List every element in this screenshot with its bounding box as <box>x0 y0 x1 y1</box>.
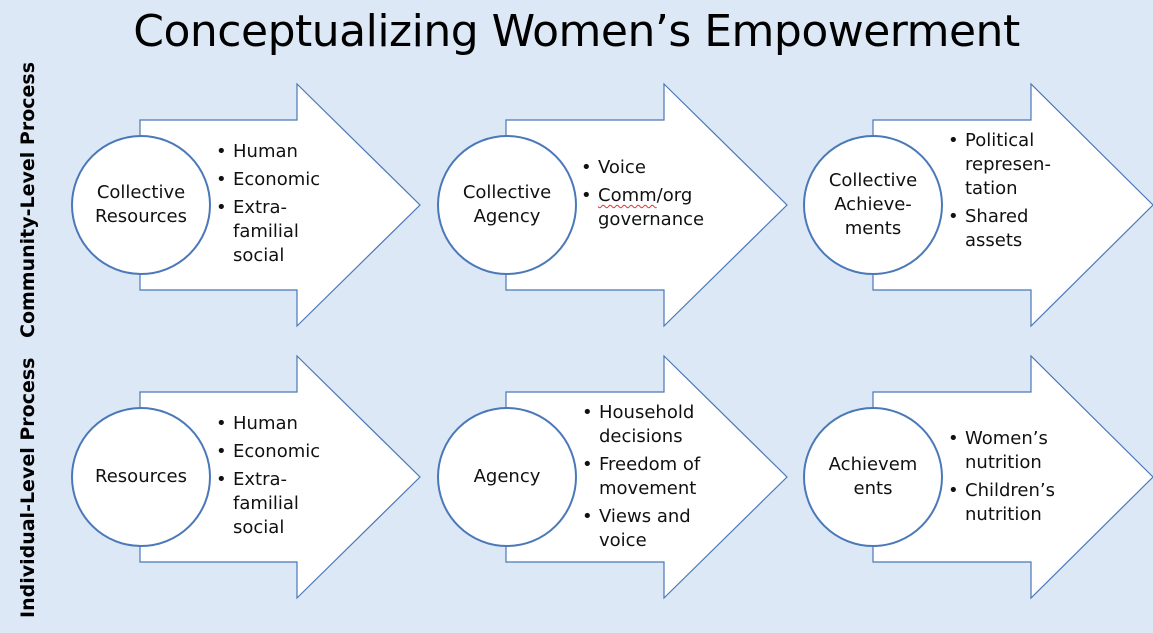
bullets-collective-achievements: Political represen- tation Shared assets <box>948 129 1051 257</box>
circle-shape-achievements <box>803 407 943 547</box>
circle-achievements: Achievem ents <box>828 454 918 499</box>
bullet-item: Political represen- tation <box>948 129 1051 201</box>
bullet-item: Extra- familial social <box>216 468 320 540</box>
circle-shape-agency <box>437 407 577 547</box>
bullets-agency: Household decisions Freedom of movement … <box>582 401 700 557</box>
circle-shape-collective-agency <box>437 135 577 275</box>
circle-shape-resources <box>71 407 211 547</box>
bullet-item: Economic <box>216 168 320 192</box>
bullet-item: Economic <box>216 440 320 464</box>
bullet-item: Women’s nutrition <box>948 427 1055 475</box>
bullets-collective-agency: Voice Comm/org governance <box>581 156 704 236</box>
circle-collective-achievements: Collective Achieve- ments <box>828 170 918 239</box>
bullet-item: Household decisions <box>582 401 700 449</box>
circle-resources: Resources <box>95 466 187 487</box>
bullet-item: Freedom of movement <box>582 453 700 501</box>
circle-agency: Agency <box>473 466 541 487</box>
bullets-resources: Human Economic Extra- familial social <box>216 412 320 544</box>
bullet-item: Human <box>216 140 320 164</box>
bullet-item: Shared assets <box>948 205 1051 253</box>
slide-title: Conceptualizing Women’s Empowerment <box>133 6 1020 57</box>
bullet-item: Children’s nutrition <box>948 479 1055 527</box>
bullet-item: Comm/org governance <box>581 184 704 232</box>
row-label-individual: Individual-Level Process <box>17 357 39 618</box>
bullet-item: Views and voice <box>582 505 700 553</box>
arrow-achievements <box>872 354 1153 600</box>
row-label-community: Community-Level Process <box>17 61 39 338</box>
bullet-item: Voice <box>581 156 704 180</box>
circle-collective-resources: Collective Resources <box>95 182 187 227</box>
bullet-item: Extra- familial social <box>216 196 320 268</box>
spellcheck-underline: Comm <box>598 185 657 206</box>
circle-collective-agency: Collective Agency <box>462 182 552 227</box>
circle-shape-collective-achievements <box>803 135 943 275</box>
bullets-collective-resources: Human Economic Extra- familial social <box>216 140 320 272</box>
bullet-item: Human <box>216 412 320 436</box>
bullets-achievements: Women’s nutrition Children’s nutrition <box>948 427 1055 531</box>
circle-shape-collective-resources <box>71 135 211 275</box>
